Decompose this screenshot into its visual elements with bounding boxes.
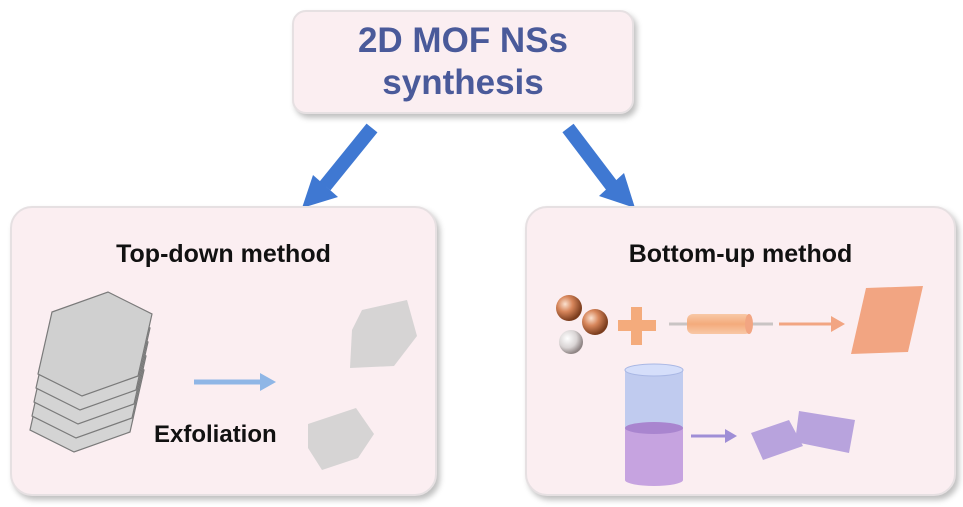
bottom-up-heading: Bottom-up method <box>628 240 853 268</box>
top-down-box: Top-down method Exfoliation <box>10 206 437 496</box>
solution-cylinder-icon <box>624 363 684 486</box>
nanosheet-orange-icon <box>851 286 923 354</box>
top-down-illustration <box>29 291 417 470</box>
nanosheet-purple-icon <box>751 420 803 460</box>
bottom-up-box: Bottom-up method <box>525 206 956 496</box>
exfoliation-arrow <box>194 373 276 391</box>
top-down-heading: Top-down method <box>116 240 331 268</box>
nanosheet-purple-icon <box>795 411 855 453</box>
ligand-ball-icon <box>559 330 583 354</box>
title-line-1: 2D MOF NSs <box>357 21 569 60</box>
metal-ion-ball-icon <box>582 309 608 335</box>
nanosheet-hexagon-icon <box>308 408 374 470</box>
stacked-hexagons-icon <box>29 291 153 453</box>
arrow-to-top-down <box>302 123 378 208</box>
reactor-tube-icon <box>669 314 773 334</box>
exfoliation-label: Exfoliation <box>154 421 277 448</box>
bottom-up-illustration <box>556 286 923 486</box>
interface-arrow <box>691 429 737 443</box>
title-line-2: synthesis <box>382 63 544 102</box>
arrow-to-bottom-up <box>562 123 635 208</box>
title-box: 2D MOF NSs synthesis <box>292 10 634 114</box>
plus-icon <box>618 307 656 345</box>
nanosheet-hexagon-icon <box>350 300 417 368</box>
synthesis-arrow <box>779 316 845 332</box>
metal-ion-ball-icon <box>556 295 582 321</box>
